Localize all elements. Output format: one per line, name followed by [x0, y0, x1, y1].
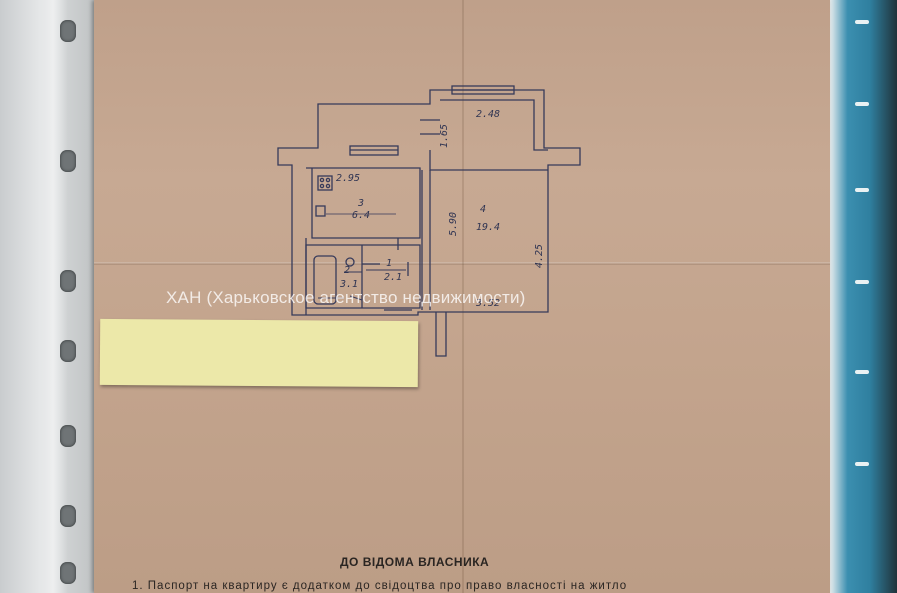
room-number: 4	[480, 204, 486, 215]
sleeve-highlight	[38, 0, 68, 593]
dimension-label: 4.25	[534, 244, 545, 268]
sticky-note	[99, 318, 419, 388]
paper-fold	[94, 262, 830, 265]
room-number: 3	[357, 198, 364, 209]
binder-hole	[60, 20, 76, 42]
technical-passport-page	[94, 0, 830, 593]
dimension-label: 5.90	[448, 212, 459, 236]
binder-hole	[60, 270, 76, 292]
dimension-label: 2.95	[336, 173, 360, 184]
dimension-label: 2.48	[476, 109, 500, 120]
dimension-label: 3.52	[475, 298, 500, 309]
room-number: 2	[344, 265, 350, 276]
binder-hole	[60, 425, 76, 447]
paper-fold	[462, 0, 464, 593]
document-body-line: 1. Паспорт на квартиру є додатком до сві…	[132, 580, 628, 592]
room-area: 19.4	[476, 222, 500, 233]
binder-hole	[60, 562, 76, 584]
dimension-label: 1.65	[439, 124, 450, 148]
room-area: 6.4	[352, 210, 370, 221]
agency-watermark: ХАН (Харьковское агентство недвижимости)	[166, 288, 526, 307]
binder-hole	[60, 150, 76, 172]
room-area: 3.1	[339, 279, 358, 290]
document-heading: ДО ВІДОМА ВЛАСНИКА	[340, 555, 490, 569]
room-area: 2.1	[384, 272, 402, 283]
binder-hole	[60, 505, 76, 527]
room-number: 1	[386, 258, 392, 269]
binder-hole	[60, 340, 76, 362]
